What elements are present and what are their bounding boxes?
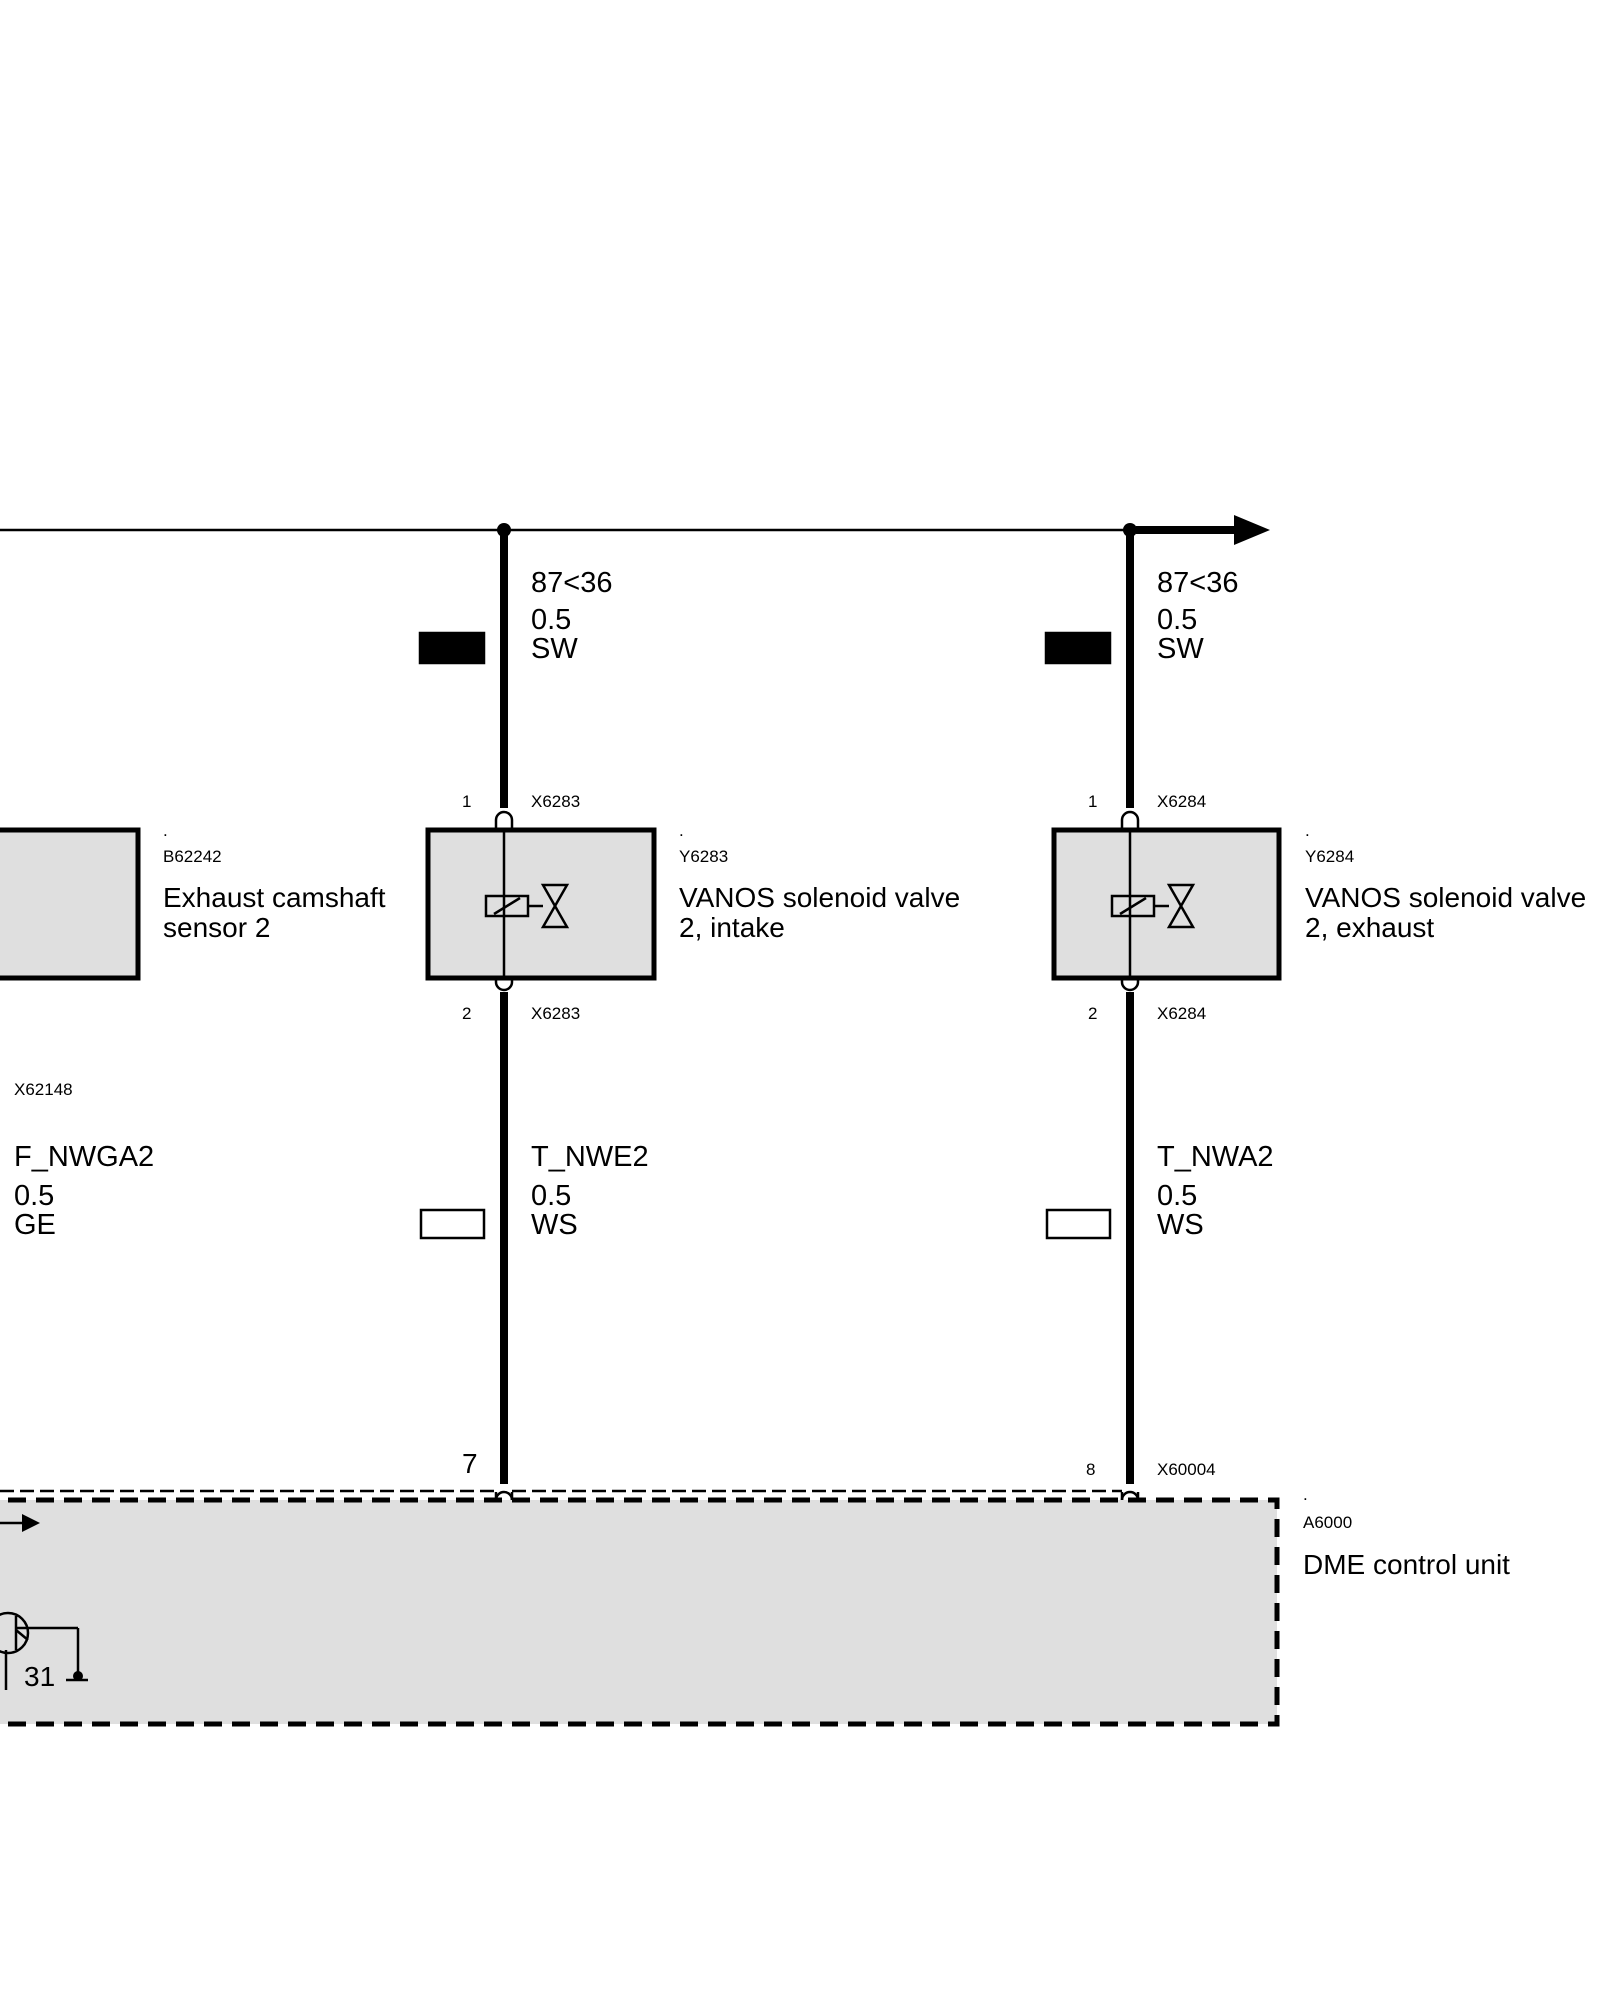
wire-intake-supply: 87<36 0.5 SW bbox=[418, 530, 612, 830]
pin-right: 8 bbox=[1086, 1460, 1095, 1479]
wire-gauge: 0.5 bbox=[531, 1180, 571, 1212]
ground-icon bbox=[66, 1671, 88, 1682]
component-name: Exhaust camshaft bbox=[163, 882, 386, 913]
wire-terminal: 87<36 bbox=[531, 567, 612, 599]
pin-bottom: 2 bbox=[1088, 1004, 1097, 1023]
wire-color-swatch bbox=[419, 1208, 486, 1240]
pin-bottom: 2 bbox=[462, 1004, 471, 1023]
wire-color-swatch bbox=[418, 631, 486, 665]
component-id: B62242 bbox=[163, 847, 222, 866]
connector-bottom: X6284 bbox=[1157, 1004, 1206, 1023]
vanos-valve-exhaust: 1 X6284 2 X6284 . Y6284 VANOS solenoid v… bbox=[1051, 792, 1586, 1023]
pin-left: 7 bbox=[462, 1448, 478, 1479]
component-id: Y6283 bbox=[679, 847, 728, 866]
connector-bottom: X6283 bbox=[531, 1004, 580, 1023]
component-name: VANOS solenoid valve bbox=[1305, 882, 1586, 913]
wire-color-code: WS bbox=[531, 1209, 578, 1241]
wire-gauge: 0.5 bbox=[531, 604, 571, 636]
component-name: sensor 2 bbox=[163, 912, 270, 943]
wire-color-code: GE bbox=[14, 1209, 56, 1241]
component-dot: . bbox=[679, 821, 684, 840]
wire-signal: F_NWGA2 bbox=[14, 1141, 154, 1173]
wire-color-code: SW bbox=[1157, 633, 1204, 665]
wire-signal: T_NWE2 bbox=[531, 1141, 649, 1173]
wire-color-code: SW bbox=[531, 633, 578, 665]
connector-top: X6283 bbox=[531, 792, 580, 811]
wire-color-swatch bbox=[1045, 1208, 1112, 1240]
component-dot: . bbox=[163, 821, 168, 840]
exhaust-camshaft-sensor: . B62242 Exhaust camshaft sensor 2 X6214… bbox=[0, 821, 386, 1099]
wire-color-code: WS bbox=[1157, 1209, 1204, 1241]
component-id: Y6284 bbox=[1305, 847, 1354, 866]
component-id: A6000 bbox=[1303, 1513, 1352, 1532]
ground-label: 31 bbox=[24, 1661, 55, 1692]
component-name: VANOS solenoid valve bbox=[679, 882, 960, 913]
component-name: 2, exhaust bbox=[1305, 912, 1434, 943]
component-name: DME control unit bbox=[1303, 1549, 1510, 1580]
pin-top: 1 bbox=[462, 792, 471, 811]
wire-exhaust-supply: 87<36 0.5 SW bbox=[1044, 530, 1238, 830]
wire-far-left: F_NWGA2 0.5 GE bbox=[14, 1141, 154, 1241]
connector-label: X62148 bbox=[14, 1080, 73, 1099]
component-dot: . bbox=[1305, 821, 1310, 840]
arrow-right-icon bbox=[1234, 515, 1270, 545]
supply-bus bbox=[0, 515, 1270, 545]
wire-gauge: 0.5 bbox=[14, 1180, 54, 1212]
solenoid-valve-icon bbox=[484, 883, 570, 929]
solenoid-valve-icon bbox=[1110, 883, 1196, 929]
vanos-valve-intake: 1 X6283 2 X6283 . Y6283 VANOS solenoid v… bbox=[425, 792, 960, 1023]
wire-color-swatch bbox=[1044, 631, 1112, 665]
connector-top: X6284 bbox=[1157, 792, 1206, 811]
connector-label: X60004 bbox=[1157, 1460, 1216, 1479]
wire-terminal: 87<36 bbox=[1157, 567, 1238, 599]
wire-exhaust-signal: T_NWA2 0.5 WS bbox=[1045, 974, 1274, 1484]
pin-top: 1 bbox=[1088, 792, 1097, 811]
transistor-icon bbox=[0, 1611, 80, 1690]
wire-gauge: 0.5 bbox=[1157, 1180, 1197, 1212]
arrow-right-icon bbox=[0, 1514, 40, 1532]
component-dot: . bbox=[1303, 1485, 1308, 1504]
wire-intake-signal: T_NWE2 0.5 WS bbox=[419, 974, 649, 1484]
wire-signal: T_NWA2 bbox=[1157, 1141, 1274, 1173]
wire-gauge: 0.5 bbox=[1157, 604, 1197, 636]
component-name: 2, intake bbox=[679, 912, 785, 943]
dme-control-unit: 7 8 X60004 . A6000 DME control unit 31 bbox=[0, 1448, 1510, 1727]
